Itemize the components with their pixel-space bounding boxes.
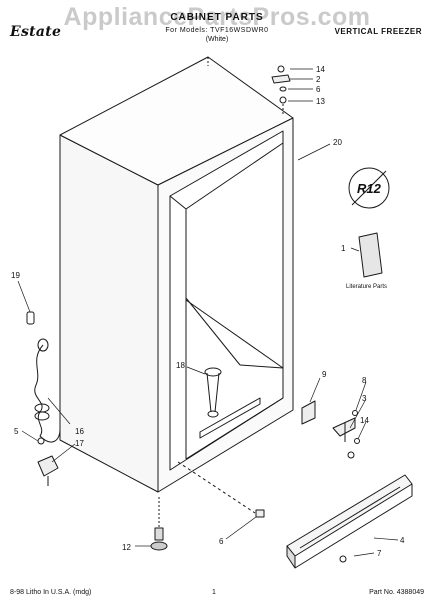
- callout-16: 16: [75, 427, 84, 436]
- callout-6-bottom: 6: [219, 537, 224, 546]
- screw-7: [339, 555, 347, 563]
- callout-7: 7: [377, 549, 382, 558]
- top-hinge: [271, 65, 291, 115]
- callout-19: 19: [11, 271, 20, 280]
- category-label: VERTICAL FREEZER: [334, 27, 422, 36]
- callout-3: 3: [362, 394, 367, 403]
- callout-1: 1: [341, 244, 346, 253]
- callout-18: 18: [176, 361, 185, 370]
- bracket-17: [37, 455, 59, 486]
- leveling-leg: [150, 497, 168, 551]
- watermark: AppliancePartsPros.com: [63, 3, 371, 31]
- plug-clip: [26, 311, 35, 325]
- power-cord: [34, 338, 61, 443]
- bottom-hinge: [301, 400, 360, 459]
- callout-2: 2: [316, 75, 321, 84]
- freezer-cabinet: [59, 56, 294, 493]
- callout-20: 20: [333, 138, 342, 147]
- callout-17: 17: [75, 439, 84, 448]
- page-title: CABINET PARTS: [170, 12, 264, 23]
- r12-badge: [348, 167, 390, 209]
- r12-badge-text: R12: [357, 181, 382, 196]
- clip-6: [255, 509, 265, 518]
- toe-grille: [286, 474, 413, 569]
- literature-booklet: [358, 232, 383, 278]
- leader-lines: [17, 68, 399, 557]
- screw-5: [37, 437, 45, 445]
- callout-14-bottom: 14: [360, 416, 369, 425]
- model-line: For Models: TVF16WSDWR0: [165, 27, 269, 34]
- literature-parts-label: Literature Parts: [346, 284, 387, 290]
- drain-tube: [204, 367, 222, 418]
- color-line: (White): [205, 36, 229, 43]
- callout-13: 13: [316, 97, 325, 106]
- footer-part-number: Part No. 4388049: [369, 589, 424, 596]
- callout-8: 8: [362, 376, 367, 385]
- brand-logo: Estate: [10, 24, 62, 40]
- callout-14-top: 14: [316, 65, 325, 74]
- footer-page-number: 1: [212, 589, 216, 596]
- footer-print-info: 8-98 Litho In U.S.A. (mdg): [10, 589, 92, 596]
- callout-12: 12: [122, 543, 131, 552]
- callout-6-top: 6: [316, 85, 321, 94]
- callout-9: 9: [322, 370, 327, 379]
- callout-5: 5: [14, 427, 19, 436]
- callout-4: 4: [400, 536, 405, 545]
